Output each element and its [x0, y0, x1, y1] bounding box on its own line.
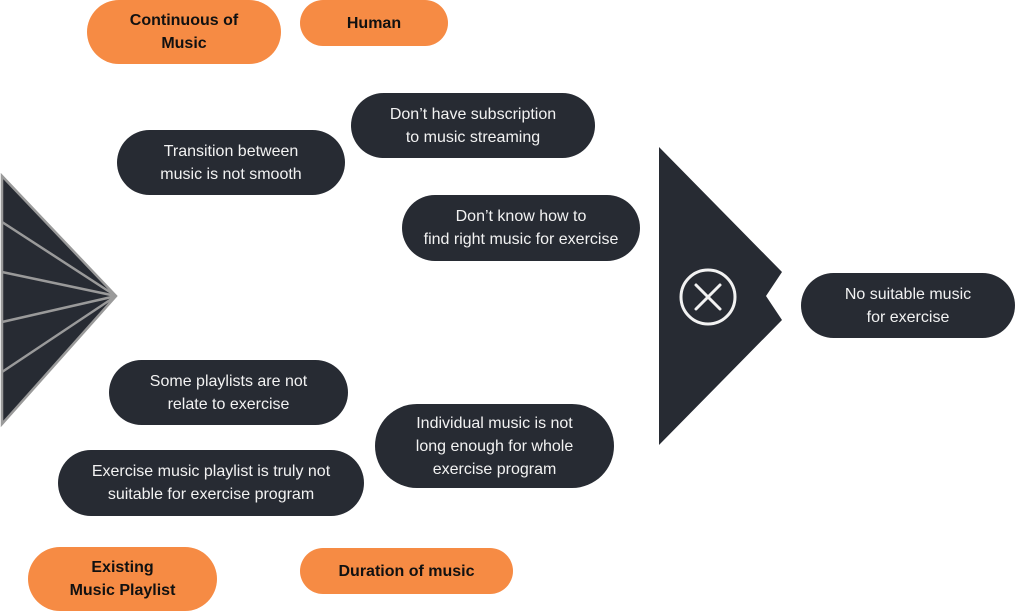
fish-tail-rib — [1, 294, 117, 324]
x-circle-icon — [679, 268, 737, 326]
fish-tail-rib — [1, 270, 117, 298]
category-human: Human — [300, 0, 448, 46]
cause-transition-not-smooth: Transition between music is not smooth — [117, 130, 345, 195]
cause-find-right-music: Don’t know how to find right music for e… — [402, 195, 640, 261]
effect-no-suitable-music: No suitable music for exercise — [801, 273, 1015, 338]
cause-individual-music-length: Individual music is not long enough for … — [375, 404, 614, 488]
cause-playlist-unsuitable: Exercise music playlist is truly not sui… — [58, 450, 364, 516]
category-existing-music-playlist: Existing Music Playlist — [28, 547, 217, 611]
fish-head-shape — [659, 147, 782, 445]
category-continuous-of-music: Continuous of Music — [87, 0, 281, 64]
cause-playlists-not-related: Some playlists are not relate to exercis… — [109, 360, 348, 425]
category-duration-of-music: Duration of music — [300, 548, 513, 594]
fish-tail-rib — [1, 220, 117, 298]
fish-tail-rib — [1, 294, 117, 374]
cause-no-subscription: Don’t have subscription to music streami… — [351, 93, 595, 158]
fish-tail-shape — [0, 172, 118, 428]
